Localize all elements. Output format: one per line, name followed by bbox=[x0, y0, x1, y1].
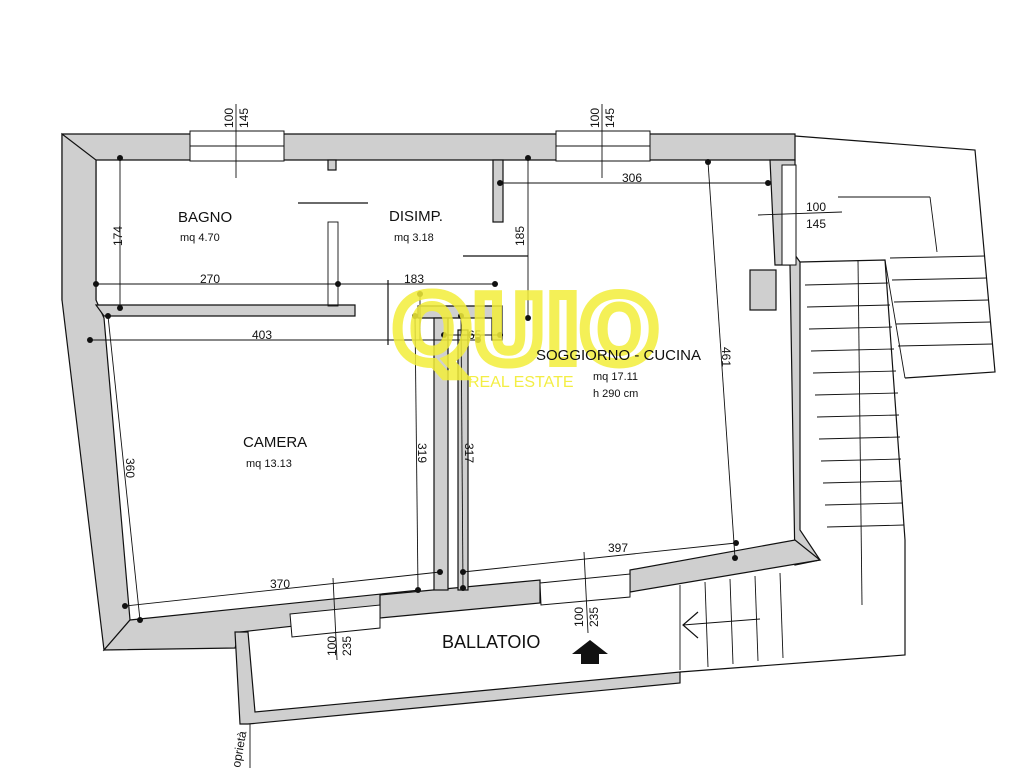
room-soggiorno-name: SOGGIORNO - CUCINA bbox=[536, 347, 701, 364]
room-disimp-name: DISIMP. bbox=[389, 208, 443, 225]
dim-319: 319 bbox=[415, 443, 429, 463]
window-1-width: 100 bbox=[222, 108, 236, 128]
dim-317: 317 bbox=[462, 443, 476, 463]
dim-185: 185 bbox=[513, 226, 527, 246]
room-disimp-area: mq 3.18 bbox=[394, 232, 434, 244]
room-bagno-name: BAGNO bbox=[178, 209, 232, 226]
dimension-lines bbox=[90, 104, 843, 661]
dim-461: 461 bbox=[719, 347, 733, 367]
window-1-height: 145 bbox=[237, 108, 251, 128]
room-camera-area: mq 13.13 bbox=[246, 458, 292, 470]
dim-183: 183 bbox=[404, 272, 424, 286]
dim-397: 397 bbox=[608, 541, 628, 555]
dim-360: 360 bbox=[123, 458, 137, 478]
interior-walls bbox=[94, 159, 528, 591]
dim-174: 174 bbox=[111, 226, 125, 246]
dim-306: 306 bbox=[622, 171, 642, 185]
window-4-width: 100 bbox=[325, 636, 339, 656]
room-soggiorno-area: mq 17.11 bbox=[593, 371, 638, 383]
dim-403: 403 bbox=[252, 328, 272, 342]
window-5-height: 235 bbox=[587, 607, 601, 627]
window-2-width: 100 bbox=[588, 108, 602, 128]
staircase bbox=[679, 135, 996, 673]
room-ballatoio-name: BALLATOIO bbox=[442, 632, 540, 652]
room-soggiorno-height: h 290 cm bbox=[593, 388, 638, 400]
dim-370: 370 bbox=[270, 577, 290, 591]
watermark-subtitle: REAL ESTATE bbox=[468, 374, 574, 391]
room-bagno-area: mq 4.70 bbox=[180, 232, 220, 244]
room-camera-name: CAMERA bbox=[243, 434, 307, 451]
dim-270: 270 bbox=[200, 272, 220, 286]
watermark-logo: QUIO REAL ESTATE bbox=[388, 272, 663, 391]
dimension-dots bbox=[87, 155, 771, 623]
edge-text: oprietà bbox=[229, 730, 249, 768]
dim-65: 65 bbox=[468, 328, 482, 342]
window-5-width: 100 bbox=[572, 607, 586, 627]
entrance-arrow-icon bbox=[572, 640, 608, 664]
window-3-height: 145 bbox=[806, 217, 826, 231]
window-3-width: 100 bbox=[806, 200, 826, 214]
watermark-logo-text: QUIO bbox=[393, 277, 658, 384]
window-4-height: 235 bbox=[340, 636, 354, 656]
window-2-height: 145 bbox=[603, 108, 617, 128]
outer-walls bbox=[61, 130, 822, 725]
